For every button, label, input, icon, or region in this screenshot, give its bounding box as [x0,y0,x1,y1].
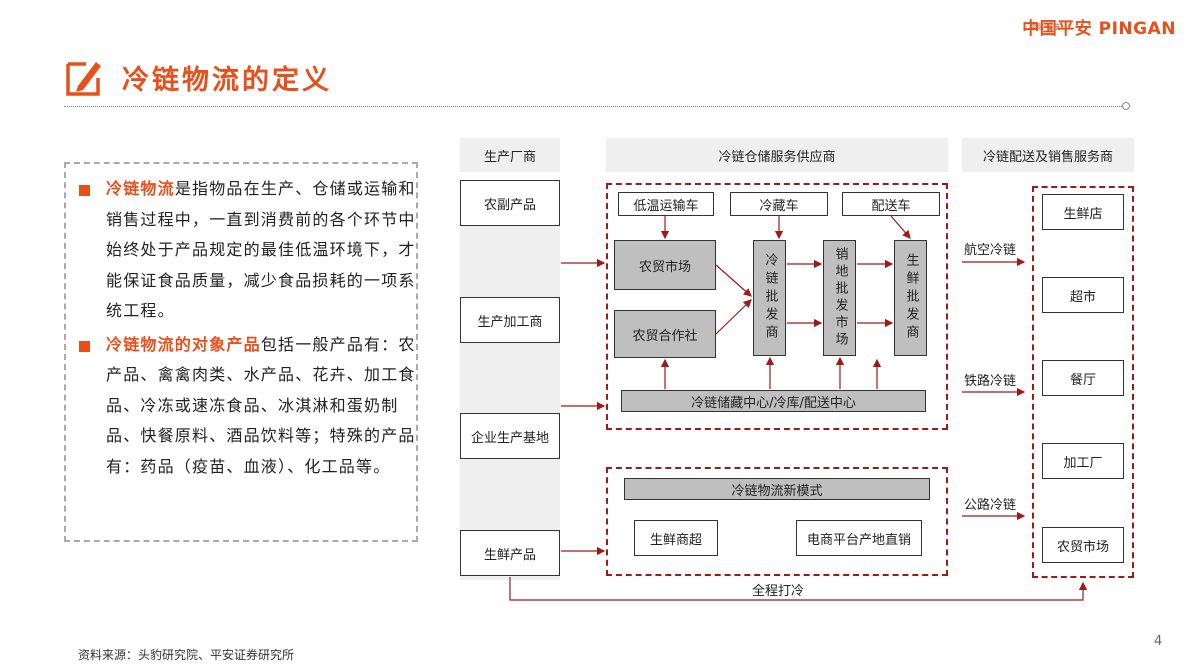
full-cold-label: 全程打冷 [752,584,805,599]
farm-coop-box: 农贸合作社 [614,310,716,358]
outlet-farmers-market: 农贸市场 [1042,527,1124,563]
vehicle-low-temp-truck: 低温运输车 [618,192,714,216]
road-cold-chain-label: 公路冷链 [964,498,1017,513]
logo-tagline: 金融·科技 [1029,23,1060,31]
wholesaler-cold-chain-label: 冷链批发商 [762,253,778,343]
wholesaler-local-market-label: 销地批发市场 [832,247,848,349]
producer-enterprise-base: 企业生产基地 [460,413,560,459]
definition-panel: 冷链物流是指物品在生产、仓储或运输和销售过程中，一直到消费前的各个环节中始终处于… [64,162,418,542]
fresh-supermarket-box: 生鲜商超 [634,520,718,556]
air-cold-chain-label: 航空冷链 [964,243,1017,258]
wholesaler-fresh: 生鲜批发商 [894,240,927,356]
wholesaler-local-market: 销地批发市场 [823,240,856,356]
outlets-group [1032,186,1134,578]
definition-paragraph: 冷链物流是指物品在生产、仓储或运输和销售过程中，一直到消费前的各个环节中始终处于… [76,174,416,327]
page-number: 4 [1154,634,1163,649]
objects-paragraph: 冷链物流的对象产品包括一般产品有：农产品、禽禽肉类、水产品、花卉、加工食品、冷冻… [76,330,416,483]
header-divider [64,106,1126,107]
definition-term: 冷链物流 [106,179,175,198]
brand-logo: 中国平安 PINGAN [1022,14,1176,39]
producers-column [460,180,560,580]
storage-center-bar: 冷链储藏中心/冷库/配送中心 [621,390,926,412]
ecommerce-direct-box: 电商平台产地直销 [796,520,922,556]
vehicle-delivery-truck: 配送车 [842,192,940,216]
objects-term: 冷链物流的对象产品 [106,334,261,354]
outlet-restaurant: 餐厅 [1042,360,1124,396]
producer-processor: 生产加工商 [460,297,560,343]
new-mode-group [606,467,948,576]
storage-providers-group [606,183,948,430]
page-title: 冷链物流的定义 [122,65,332,96]
objects-text: 包括一般产品有：农产品、禽禽肉类、水产品、花卉、加工食品、冷冻或速冻食品、冰淇淋… [106,334,416,476]
farmers-market-box: 农贸市场 [614,240,716,290]
new-mode-bar: 冷链物流新模式 [624,478,930,500]
outlet-factory: 加工厂 [1042,443,1124,479]
definition-text: 是指物品在生产、仓储或运输和销售过程中，一直到消费前的各个环节中始终处于产品规定… [106,179,416,320]
square-bullet-icon [79,185,90,196]
vehicle-refrigerated-truck: 冷藏车 [730,192,828,216]
column-header-distribution: 冷链配送及销售服务商 [962,138,1134,172]
outlet-supermarket: 超市 [1042,277,1124,313]
source-note: 资料来源：头豹研究院、平安证券研究所 [78,648,295,662]
logo-text: 中国平安 PINGAN [1022,19,1176,39]
outlet-fresh-store: 生鲜店 [1042,194,1124,230]
column-header-storage: 冷链仓储服务供应商 [606,138,948,172]
wholesaler-fresh-label: 生鲜批发商 [903,253,919,343]
rail-cold-chain-label: 铁路冷链 [964,374,1017,389]
pencil-square-icon [66,62,101,96]
producer-agri-products: 农副产品 [460,180,560,226]
wholesaler-cold-chain: 冷链批发商 [753,240,786,356]
divider-dot [1122,102,1130,110]
square-bullet-icon [79,340,90,352]
producer-fresh-products: 生鲜产品 [460,530,560,576]
column-header-producers: 生产厂商 [460,138,560,172]
